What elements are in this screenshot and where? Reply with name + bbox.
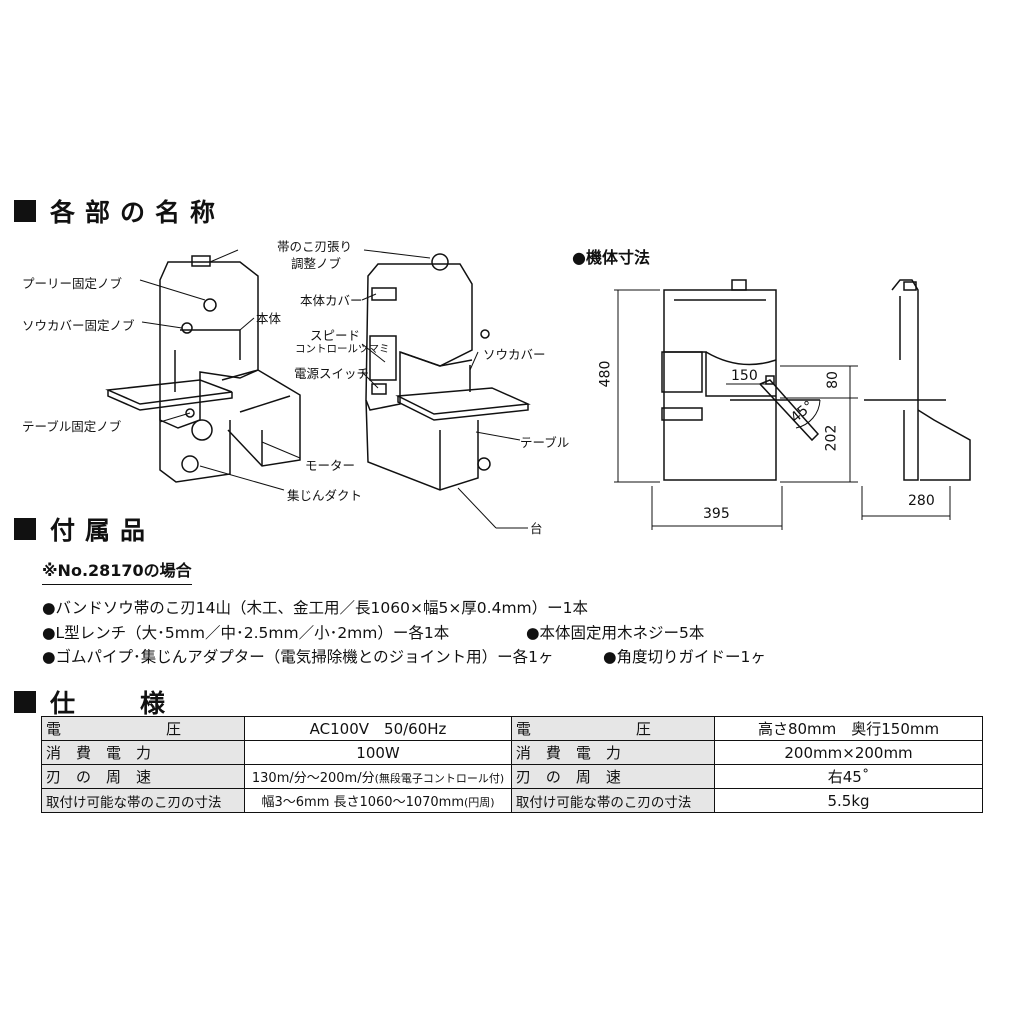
- spec-table: 電 圧 AC100V 50/60Hz 電 圧 高さ80mm 奥行150mm 消 …: [40, 716, 983, 813]
- spec-value: 幅3～6mm 長さ1060～1070mm: [261, 795, 464, 810]
- spec-value: 100W: [244, 740, 512, 765]
- spec-value: 右45˚: [714, 764, 983, 789]
- spec-key: 取付け可能な帯のこ刃の寸法: [510, 788, 716, 813]
- label-stand: 台: [530, 521, 543, 536]
- spec-row: 消 費 電 力 100W 消 費 電 力 200mm×200mm: [40, 740, 983, 765]
- parts-section-title: 各部の名称: [50, 198, 226, 227]
- accessory-line-3a: ●ゴムパイプ･集じんアダプター（電気掃除機とのジョイント用）ー各1ヶ: [42, 648, 554, 666]
- spec-value-note: (円周): [463, 796, 495, 809]
- label-power-switch: 電源スイッチ: [294, 366, 370, 381]
- label-speed-knob-2: コントロールツマミ: [295, 343, 390, 355]
- spec-key: 刃 の 周 速: [40, 764, 246, 789]
- dim-depth: 280: [908, 493, 935, 509]
- dimension-side-view: [864, 279, 971, 481]
- accessories-section-heading: 付属品: [14, 511, 155, 547]
- accessories-section-title: 付属品: [50, 516, 156, 545]
- dimension-front-view: [661, 279, 820, 481]
- spec-row: 取付け可能な帯のこ刃の寸法 幅3～6mm 長さ1060～1070mm(円周) 取…: [40, 788, 983, 813]
- label-dust-duct: 集じんダクト: [287, 488, 363, 503]
- spec-value: AC100V 50/60Hz: [244, 716, 512, 741]
- spec-key: 取付け可能な帯のこ刃の寸法: [40, 788, 246, 813]
- spec-row: 電 圧 AC100V 50/60Hz 電 圧 高さ80mm 奥行150mm: [40, 716, 983, 741]
- spec-value: 5.5kg: [714, 788, 983, 813]
- dim-throat: 150: [731, 368, 758, 384]
- square-bullet-icon: [14, 518, 36, 540]
- bandsaw-front-illustration: [105, 255, 301, 483]
- label-body: 本体: [256, 311, 282, 326]
- dim-width: 395: [703, 506, 730, 522]
- label-blade-tension-knob-2: 調整ノブ: [291, 256, 342, 271]
- square-bullet-icon: [14, 200, 36, 222]
- spec-value: 200mm×200mm: [714, 740, 983, 765]
- label-table-fix-knob: テーブル固定ノブ: [22, 419, 122, 434]
- specs-section-title: 仕 様: [50, 689, 186, 718]
- dim-table-height: 202: [823, 424, 840, 452]
- spec-key: 電 圧: [510, 716, 716, 741]
- spec-value-cell: 130m/分～200m/分(無段電子コントロール付): [244, 764, 512, 789]
- spec-key: 電 圧: [40, 716, 246, 741]
- bandsaw-rear-illustration: [365, 253, 531, 491]
- label-table: テーブル: [520, 435, 570, 450]
- label-body-cover: 本体カバー: [300, 293, 363, 308]
- label-speed-knob: スピード: [310, 328, 361, 343]
- dim-height: 480: [597, 360, 614, 388]
- label-motor: モーター: [305, 458, 356, 473]
- dim-cut-height: 80: [824, 371, 841, 389]
- specs-section-heading: 仕 様: [14, 684, 185, 720]
- spec-value: 高さ80mm 奥行150mm: [714, 716, 983, 741]
- accessory-line-2a: ●L型レンチ（大･5mm／中･2.5mm／小･2mm）ー各1本: [42, 624, 450, 642]
- label-saw-cover: ソウカバー: [483, 347, 546, 362]
- accessory-line-1: ●バンドソウ帯のこ刃14山（木工、金工用／長1060×幅5×厚0.4mm）ー1本: [42, 599, 589, 617]
- spec-key: 刃 の 周 速: [510, 764, 716, 789]
- square-bullet-icon: [14, 691, 36, 713]
- accessories-model-note: ※No.28170の場合: [42, 557, 192, 585]
- accessory-line-3b: ●角度切りガイドー1ヶ: [603, 648, 766, 666]
- accessory-line-2b: ●本体固定用木ネジー5本: [526, 624, 705, 642]
- label-pulley-fix-knob: プーリー固定ノブ: [22, 276, 123, 291]
- label-saw-cover-fix-knob: ソウカバー固定ノブ: [22, 318, 135, 333]
- parts-section-heading: 各部の名称: [14, 193, 225, 229]
- spec-row: 刃 の 周 速 130m/分～200m/分(無段電子コントロール付) 刃 の 周…: [40, 764, 983, 789]
- spec-value-note: (無段電子コントロール付): [374, 772, 505, 785]
- spec-key: 消 費 電 力: [40, 740, 246, 765]
- spec-value: 130m/分～200m/分: [251, 771, 375, 786]
- spec-value-cell: 幅3～6mm 長さ1060～1070mm(円周): [244, 788, 512, 813]
- dimensions-title: ●機体寸法: [572, 248, 650, 267]
- label-blade-tension-knob: 帯のこ刃張り: [277, 239, 353, 254]
- spec-key: 消 費 電 力: [510, 740, 716, 765]
